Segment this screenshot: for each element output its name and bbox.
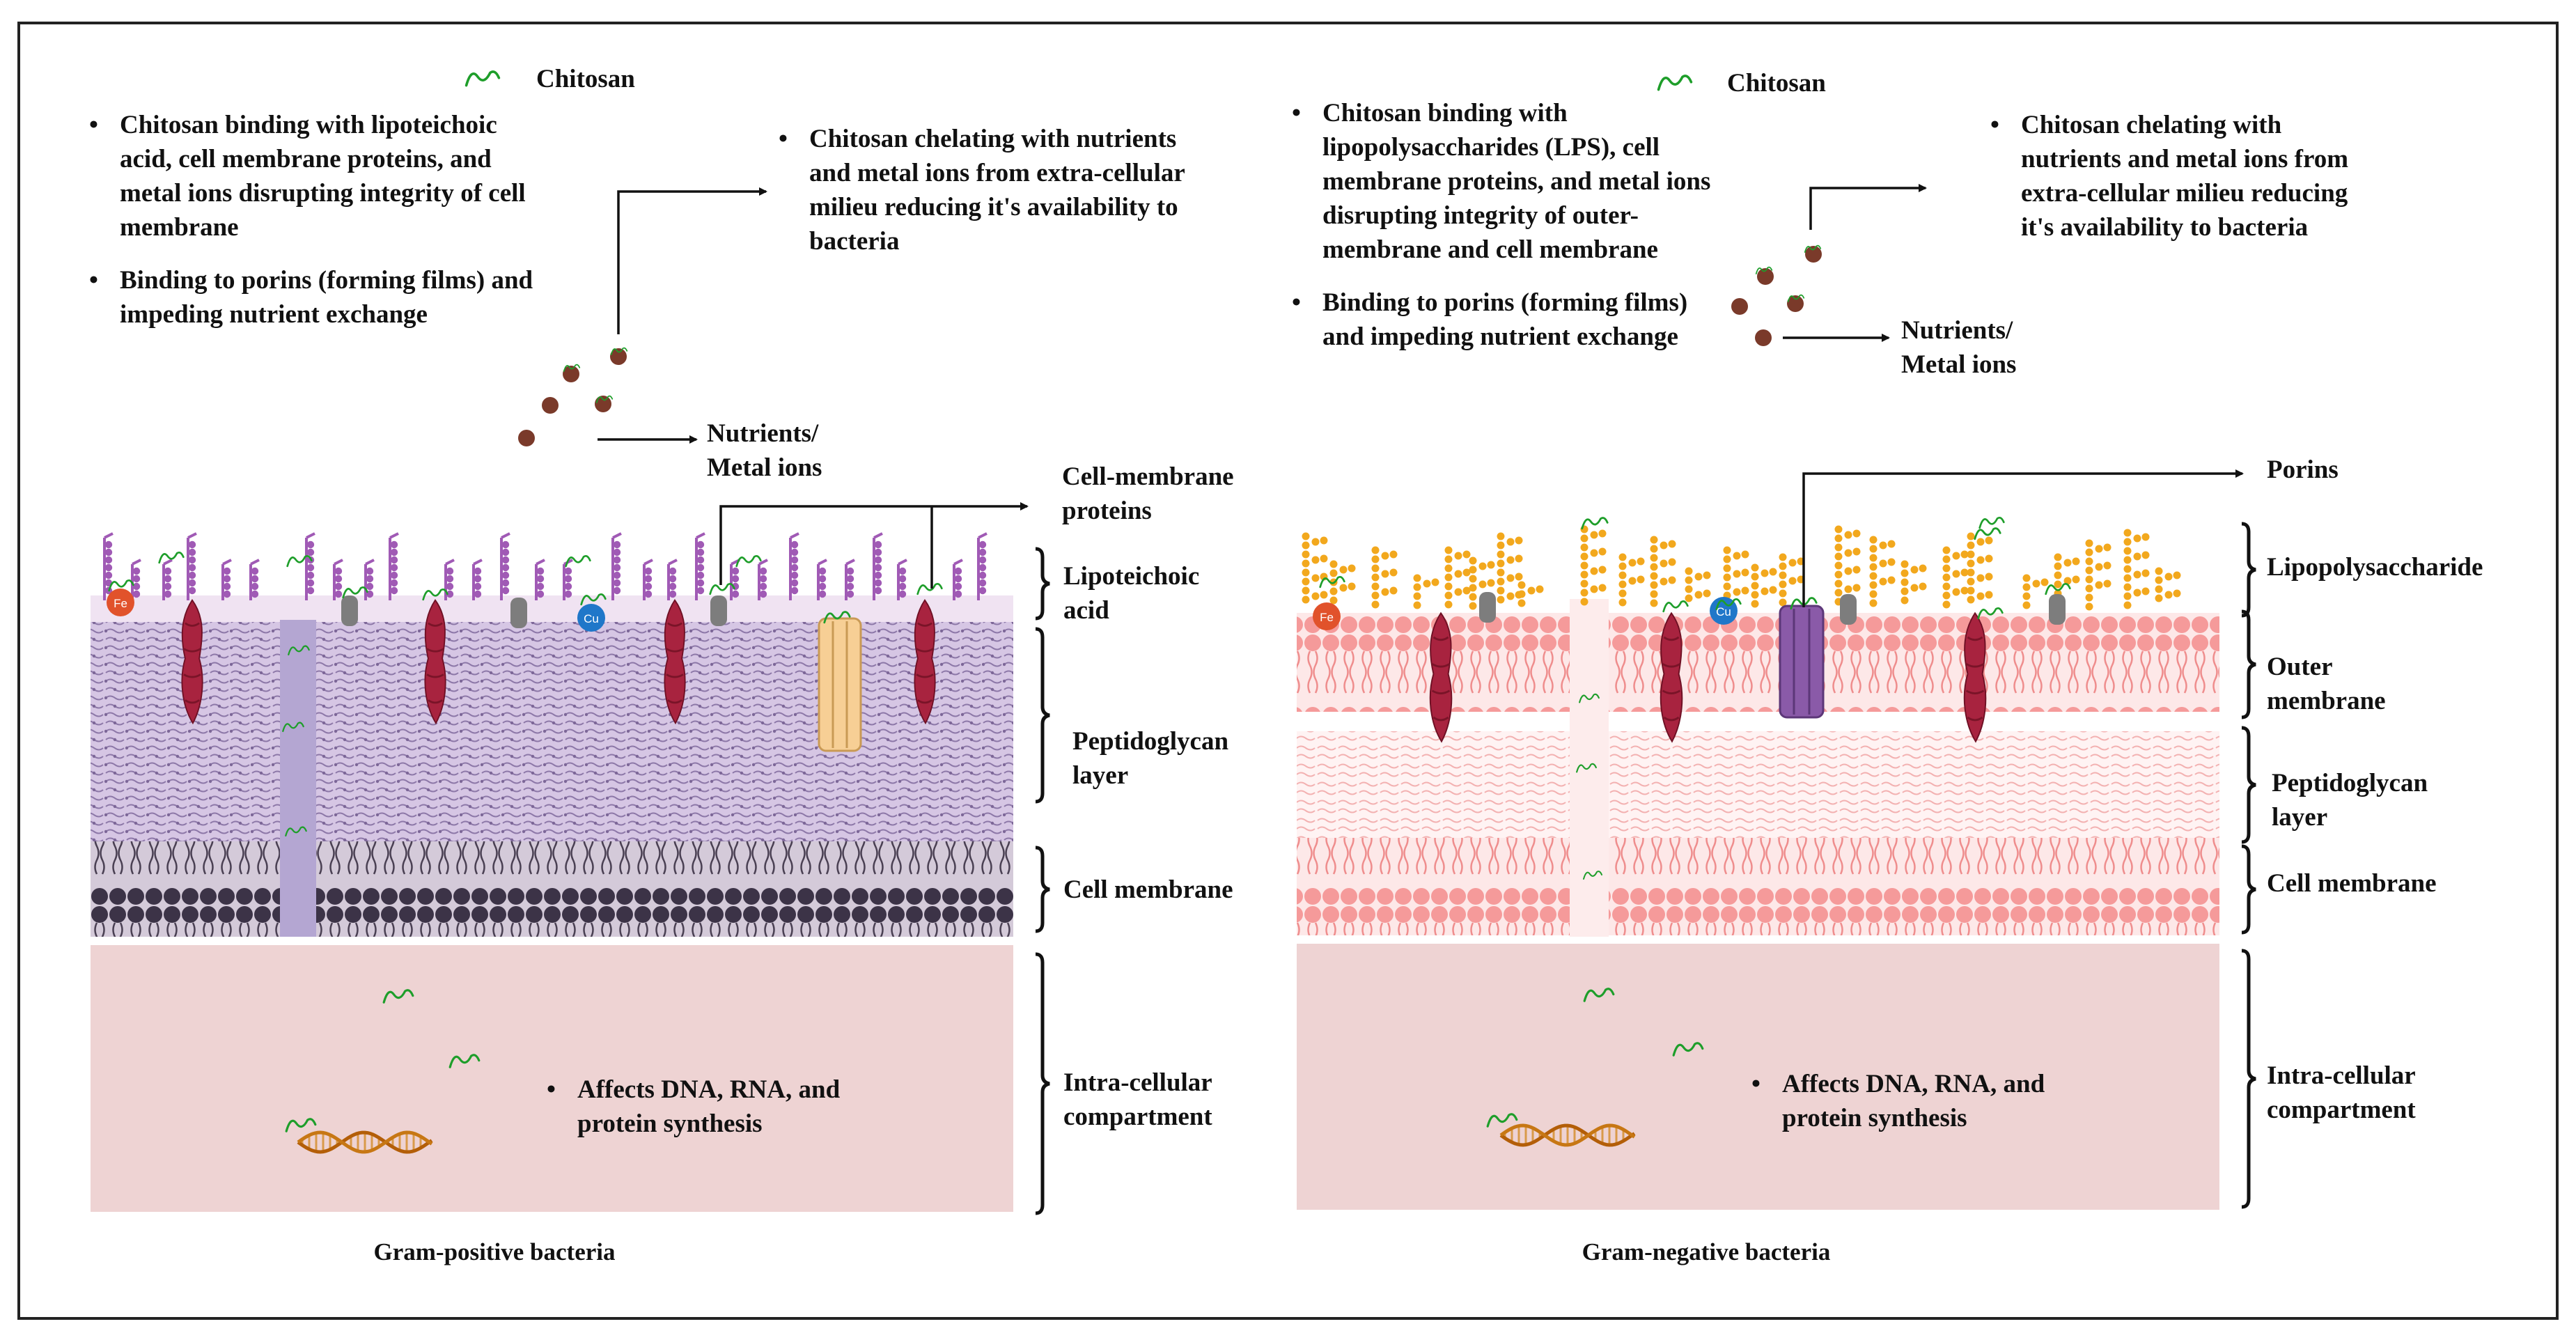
lipoteichoic-acid-chain bbox=[817, 559, 827, 600]
lipoteichoic-acid-chain bbox=[758, 559, 768, 600]
lipoteichoic-acid-chain bbox=[643, 559, 653, 600]
lipoteichoic-acid-chain bbox=[187, 532, 197, 600]
caption-gram-positive: Gram-positive bacteria bbox=[373, 1238, 616, 1265]
lps-chain bbox=[1413, 574, 1439, 609]
lipoteichoic-acid-chain bbox=[472, 559, 483, 600]
lps-chain bbox=[1329, 560, 1356, 605]
lipoteichoic-acid-chain bbox=[333, 559, 343, 600]
mechanism-list-negative: •Chitosan binding with lipopolysaccharid… bbox=[1292, 96, 1724, 354]
lps-chain bbox=[1967, 532, 1993, 604]
lipoteichoic-acid-chain bbox=[611, 532, 622, 600]
intracellular-effect-negative: •Affects DNA, RNA, and protein synthesis bbox=[1751, 1070, 2045, 1132]
lipoteichoic-acid-chain bbox=[563, 559, 573, 600]
lipoteichoic-acid-chain bbox=[103, 532, 114, 600]
lps-chain bbox=[1302, 532, 1328, 604]
lps-chain bbox=[1580, 525, 1607, 606]
lipoteichoic-acid-chain bbox=[873, 532, 883, 600]
lps-chain bbox=[1900, 560, 1927, 605]
iron-ion-label-left: Fe bbox=[114, 597, 127, 610]
mechanism-list-positive: •Chitosan binding with lipoteichoic acid… bbox=[89, 108, 542, 332]
caption-gram-negative: Gram-negative bacteria bbox=[1582, 1238, 1831, 1265]
lps-chain bbox=[1869, 536, 1896, 607]
intracellular-effect-positive: •Affects DNA, RNA, and protein synthesis bbox=[547, 1075, 841, 1138]
dna-helix bbox=[297, 1130, 433, 1154]
lipoteichoic-acid-chain bbox=[897, 559, 907, 600]
chelation-text-negative: •Chitosan chelating with nutrients and m… bbox=[1990, 111, 2349, 242]
lipoteichoic-acid-chain bbox=[249, 559, 260, 600]
lipoteichoic-acid-chain bbox=[845, 559, 855, 600]
layer-label-cell-membrane-negative: Cell membrane bbox=[2267, 869, 2437, 898]
lipoteichoic-acid-chain bbox=[364, 559, 375, 600]
legend-chitosan-left: Chitosan bbox=[536, 65, 635, 93]
porins-label: Porins bbox=[2267, 455, 2339, 484]
lps-chain bbox=[1618, 553, 1645, 607]
lps-chain bbox=[1517, 581, 1544, 607]
lps-chain bbox=[1444, 546, 1471, 609]
legend-chitosan-right: Chitosan bbox=[1727, 69, 1826, 98]
copper-ion-label-right: Cu bbox=[1716, 605, 1731, 618]
lipoteichoic-acid-chain bbox=[500, 532, 510, 600]
lipoteichoic-acid-chain bbox=[789, 532, 799, 600]
lipoteichoic-acid-chain bbox=[162, 559, 173, 600]
lipoteichoic-acid-chain bbox=[305, 532, 315, 600]
lipoteichoic-acid-chain bbox=[730, 559, 740, 600]
lipoteichoic-acid-chain bbox=[535, 559, 545, 600]
mechanism-item: •Chitosan binding with lipopolysaccharid… bbox=[1292, 99, 1711, 264]
layer-label-lipopolysaccharide: Lipopolysaccharide bbox=[2267, 553, 2483, 582]
lps-chain bbox=[1685, 567, 1711, 602]
copper-ion-label-left: Cu bbox=[584, 612, 599, 625]
lps-chain bbox=[1469, 556, 1495, 610]
lipoteichoic-acid-chain bbox=[221, 559, 232, 600]
nutrients-label-negative: Nutrients/Metal ions bbox=[1901, 316, 2017, 379]
mechanism-item: •Binding to porins (forming films) and i… bbox=[89, 266, 533, 329]
lipoteichoic-acid-chain bbox=[667, 559, 678, 600]
lps-chain bbox=[1650, 536, 1676, 607]
lipoteichoic-acid-chain bbox=[977, 532, 988, 600]
lps-chain bbox=[1751, 563, 1777, 608]
lipoteichoic-acid-chain bbox=[389, 532, 399, 600]
layer-label-cell-membrane-positive: Cell membrane bbox=[1063, 875, 1233, 904]
lps-chain bbox=[1371, 546, 1398, 609]
dna-helix bbox=[1499, 1123, 1636, 1147]
mechanism-item: •Binding to porins (forming films) and i… bbox=[1292, 288, 1688, 351]
lps-chain bbox=[1942, 546, 1969, 609]
lps-chain bbox=[2155, 567, 2181, 602]
mechanism-item: •Chitosan binding with lipoteichoic acid… bbox=[89, 111, 526, 242]
nutrients-label-positive: Nutrients/Metal ions bbox=[707, 419, 822, 482]
lipoteichoic-acid-chain bbox=[695, 532, 705, 600]
iron-ion-label-right: Fe bbox=[1320, 611, 1334, 624]
lps-chain bbox=[1779, 553, 1805, 607]
lps-chain bbox=[1834, 525, 1861, 606]
lps-chain bbox=[2123, 529, 2150, 609]
lps-chain bbox=[2022, 574, 2049, 609]
lipoteichoic-acid-chain bbox=[131, 559, 141, 600]
chelation-text-positive: •Chitosan chelating with nutrients and m… bbox=[779, 125, 1185, 256]
lipoteichoic-acid-chain bbox=[953, 559, 963, 600]
lps-chain bbox=[2085, 539, 2111, 611]
